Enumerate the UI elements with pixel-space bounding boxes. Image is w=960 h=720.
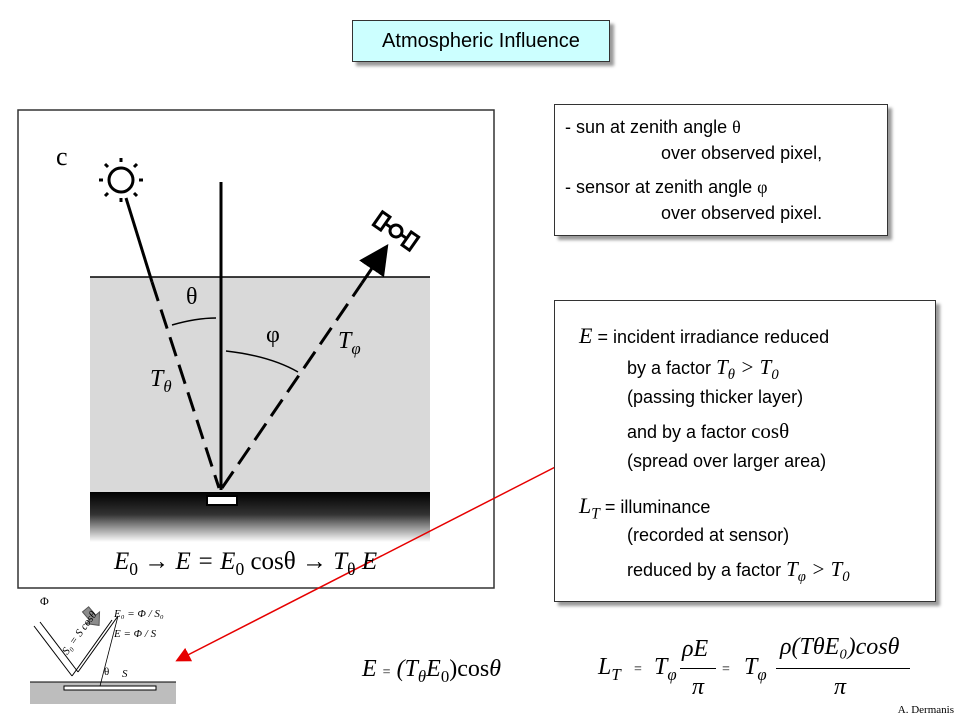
frac1-numerator: ρE	[682, 636, 709, 662]
sensor-ray-dashed	[220, 282, 364, 489]
pointer-arrow	[175, 437, 613, 662]
spread-line: (spread over larger area)	[627, 451, 827, 471]
slide-title: Atmospheric Influence	[352, 20, 610, 62]
frac1-bar	[680, 668, 716, 669]
inset-figure	[30, 606, 176, 704]
panel-letter: c	[56, 142, 68, 171]
lt-symbol: LT	[598, 654, 621, 684]
sun-icon	[99, 158, 143, 202]
frac2-numerator: ρ(TθE₀)cosθ	[780, 634, 900, 660]
t-phi-1: Tφ	[654, 654, 677, 684]
theta-label: θ	[186, 284, 198, 310]
eq-sign-2: =	[722, 662, 730, 677]
transformation-chain: E0 → E = E0 cosθ → Tθ E	[114, 548, 378, 579]
recorded-line: (recorded at sensor)	[627, 525, 790, 545]
sensor-line-2: over observed pixel.	[661, 203, 823, 223]
frac2-bar	[776, 668, 910, 669]
t-theta-label: Tθ	[150, 366, 172, 396]
sensor-line: - sensor at zenith angle φ	[565, 177, 768, 197]
atmosphere-layer	[90, 277, 430, 492]
irradiance-explanation-box: E = incident irradiance reduced by a fac…	[554, 300, 936, 602]
phi-label: φ	[266, 322, 280, 348]
ground	[90, 492, 430, 542]
lt-definition: LT = illuminance	[579, 493, 711, 523]
satellite-icon	[371, 209, 421, 253]
inset-theta-label: θ	[104, 666, 110, 678]
sun-ray-dashed	[150, 281, 221, 489]
inset-phi-label: Φ	[40, 594, 49, 608]
e-definition: E = incident irradiance reduced	[579, 323, 830, 348]
factor-phi-line: reduced by a factor Tφ > T0	[627, 557, 850, 586]
layer-line: (passing thicker layer)	[627, 387, 804, 407]
observed-pixel	[206, 495, 238, 506]
t-phi-2: Tφ	[744, 654, 767, 684]
factor-cos-line: and by a factor cosθ	[627, 419, 790, 443]
t-phi-label: Tφ	[338, 328, 361, 358]
sun-line: - sun at zenith angle θ	[565, 117, 741, 137]
sun-line-2: over observed pixel,	[661, 143, 823, 163]
inset-s-label: S	[122, 668, 128, 680]
inset-eq1: E₀ = Φ / S₀	[114, 608, 164, 620]
factor-theta-line: by a factor Tθ > T0	[627, 355, 779, 384]
phi-arc	[225, 350, 299, 373]
frac2-denominator: π	[834, 674, 847, 700]
eq-sign-1: =	[634, 662, 642, 677]
formula-lt: LT = Tφ ρE π = Tφ ρ(TθE₀)cosθ π	[598, 630, 928, 710]
angle-definitions-box: - sun at zenith angle θ over observed pi…	[554, 104, 888, 236]
frac1-denominator: π	[692, 674, 705, 700]
formula-e: E = (TθE0)cosθ	[362, 656, 502, 686]
author-credit: A. Dermanis	[897, 704, 954, 716]
sun-ray-solid	[124, 197, 154, 283]
inset-eq2: E = Φ / S	[114, 628, 157, 640]
theta-arc	[171, 317, 217, 326]
sensor-ray-arrow	[359, 244, 389, 284]
